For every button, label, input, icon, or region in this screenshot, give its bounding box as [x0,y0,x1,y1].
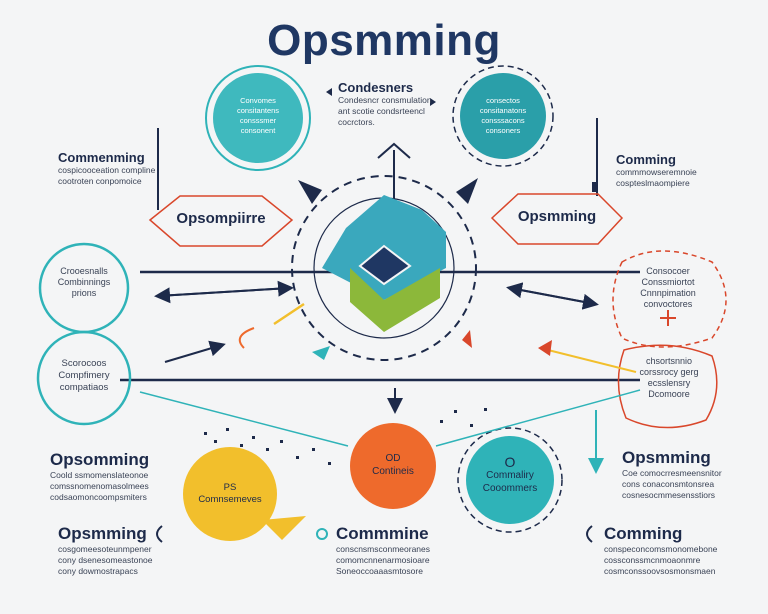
circle-teal-line: O [504,454,516,470]
bottom-center-line: conscnsmsconmeoranes [336,544,431,554]
circle-left-low-line: Compfimery [58,370,110,381]
circle-top-left-text: Convomes consitantens consssmer consonen… [222,96,294,136]
right-dashed-line: Consocoer [646,266,690,276]
right-dashed-line: convoctores [643,299,693,309]
circle-left-mid-line: Crooesnalls [60,266,108,276]
circle-left-low-text: Scorocoos Compfimery compatiaos [46,358,122,394]
bottom-right-lower-line: conspeconcomsmonomebone [604,544,718,554]
bottom-right-upper-line: cons conaconsmtonsrea [622,479,715,489]
left-upper-block: Commenming cospicooceation compline coot… [58,150,158,187]
right-small-text: chsortsnnio corssrocy gerg ecsslensry Dc… [628,356,710,400]
bottom-left-upper-line: codsaomoncoompsmiters [50,492,147,502]
bottom-right-upper-heading: Opsmming [622,448,711,467]
circle-orange-line: OD [385,453,401,464]
bottom-right-lower-line: cosmconssoovsosmonsmaen [604,566,716,576]
bottom-left-upper-block: Opsomming Coold ssmomenslateonoe comssno… [50,450,170,503]
top-center-line-3: cocrctors. [338,117,375,127]
circle-top-left-line: consitantens [236,106,280,115]
circle-top-left-line: consssmer [239,116,277,125]
top-center-line-1: Condesncr consmulation [338,95,432,105]
right-small-line: Dcomoore [648,389,690,399]
bottom-center-line: comomcnnenarmosioare [336,555,430,565]
page-title: Opsmming [267,16,501,65]
circle-top-right-line: consectos [486,96,520,105]
circle-teal-text: O Commaliry Cooommers [470,454,550,495]
top-center-block: Condesners Condesncr consmulation ant sc… [338,80,458,128]
circle-top-right-line: consitanatons [479,106,527,115]
right-upper-line: cospteslmaompiere [616,178,690,188]
circle-top-left-line: Convomes [240,96,276,105]
circle-left-low-line: compatiaos [59,382,109,393]
right-upper-heading: Comming [616,152,676,167]
bottom-left-lower-line: cony dowmostrapacs [58,566,138,576]
left-upper-line: cootroten conpomoice [58,176,142,186]
top-center-line-2: ant scotie condsrteencl [338,106,425,116]
hex-right-label: Opsmming [517,208,597,225]
circle-yellow-text: PS Comnsemeves [190,482,270,506]
bottom-left-upper-line: comssnomenomasolmees [50,481,149,491]
right-upper-block: Comming commmowseremnoie cospteslmaompie… [616,152,716,189]
circle-top-right-line: consoners [485,126,521,135]
circle-left-mid-line: Combinnings [57,277,111,287]
circle-orange-text: OD Contineis [356,452,430,478]
circle-top-right-line: consssacons [481,116,525,125]
circle-left-mid-text: Crooesnalls Combinnings prions [48,266,120,299]
bottom-left-lower-heading: Opsmming [58,524,147,543]
circle-teal-line: Cooommers [482,483,538,494]
circle-yellow-line: PS [223,482,237,493]
bottom-right-upper-line: Coe comocrresmeensnitor [622,468,722,478]
left-upper-heading: Commenming [58,150,145,165]
right-upper-line: commmowseremnoie [616,167,697,177]
bottom-right-lower-line: cossconssmcnmoaonmre [604,555,701,565]
bottom-center-block: Commmine conscnsmsconmeoranes comomcnnen… [336,524,466,577]
top-center-heading: Condesners [338,80,414,95]
bottom-left-upper-heading: Opsomming [50,450,150,469]
bottom-left-lower-block: Opsmming cosgomeesoteunmpener cony dsene… [58,524,178,577]
bottom-left-lower-line: cosgomeesoteunmpener [58,544,152,554]
right-dashed-text: Consocoer Conssmiortot Cnnnpimation conv… [624,266,712,310]
central-dashed-ring [291,175,477,361]
bottom-right-lower-block: Comming conspeconcomsmonomebone cosscons… [604,524,734,577]
right-small-line: corssrocy gerg [639,367,699,377]
circle-top-right-text: consectos consitanatons consssacons cons… [467,96,539,136]
circle-orange-line: Contineis [372,466,414,477]
left-upper-line: cospicooceation compline [58,165,156,175]
right-dashed-line: Cnnnpimation [640,288,696,298]
bottom-left-lower-line: cony dsenesomeastonoe [58,555,153,565]
bottom-right-upper-block: Opsmming Coe comocrresmeensnitor cons co… [622,448,742,501]
circle-left-low-line: Scorocoos [61,358,107,369]
circle-teal-line: Commaliry [486,470,534,481]
bottom-right-lower-heading: Comming [604,524,683,543]
right-small-line: ecsslensry [647,378,691,388]
circle-left-mid-line: prions [71,288,97,298]
circle-top-left-line: consonent [240,126,276,135]
bottom-right-upper-line: cosnesocmmesensstiors [622,490,716,500]
hex-left-label: Opsompiirre [176,210,266,227]
right-small-line: chsortsnnio [645,356,693,366]
bottom-left-upper-line: Coold ssmomenslateonoe [50,470,149,480]
bottom-center-line: Soneoccoaaasmtosore [336,566,423,576]
bottom-center-heading: Commmine [336,524,429,543]
right-dashed-line: Conssmiortot [641,277,695,287]
circle-yellow-line: Comnsemeves [198,494,262,505]
